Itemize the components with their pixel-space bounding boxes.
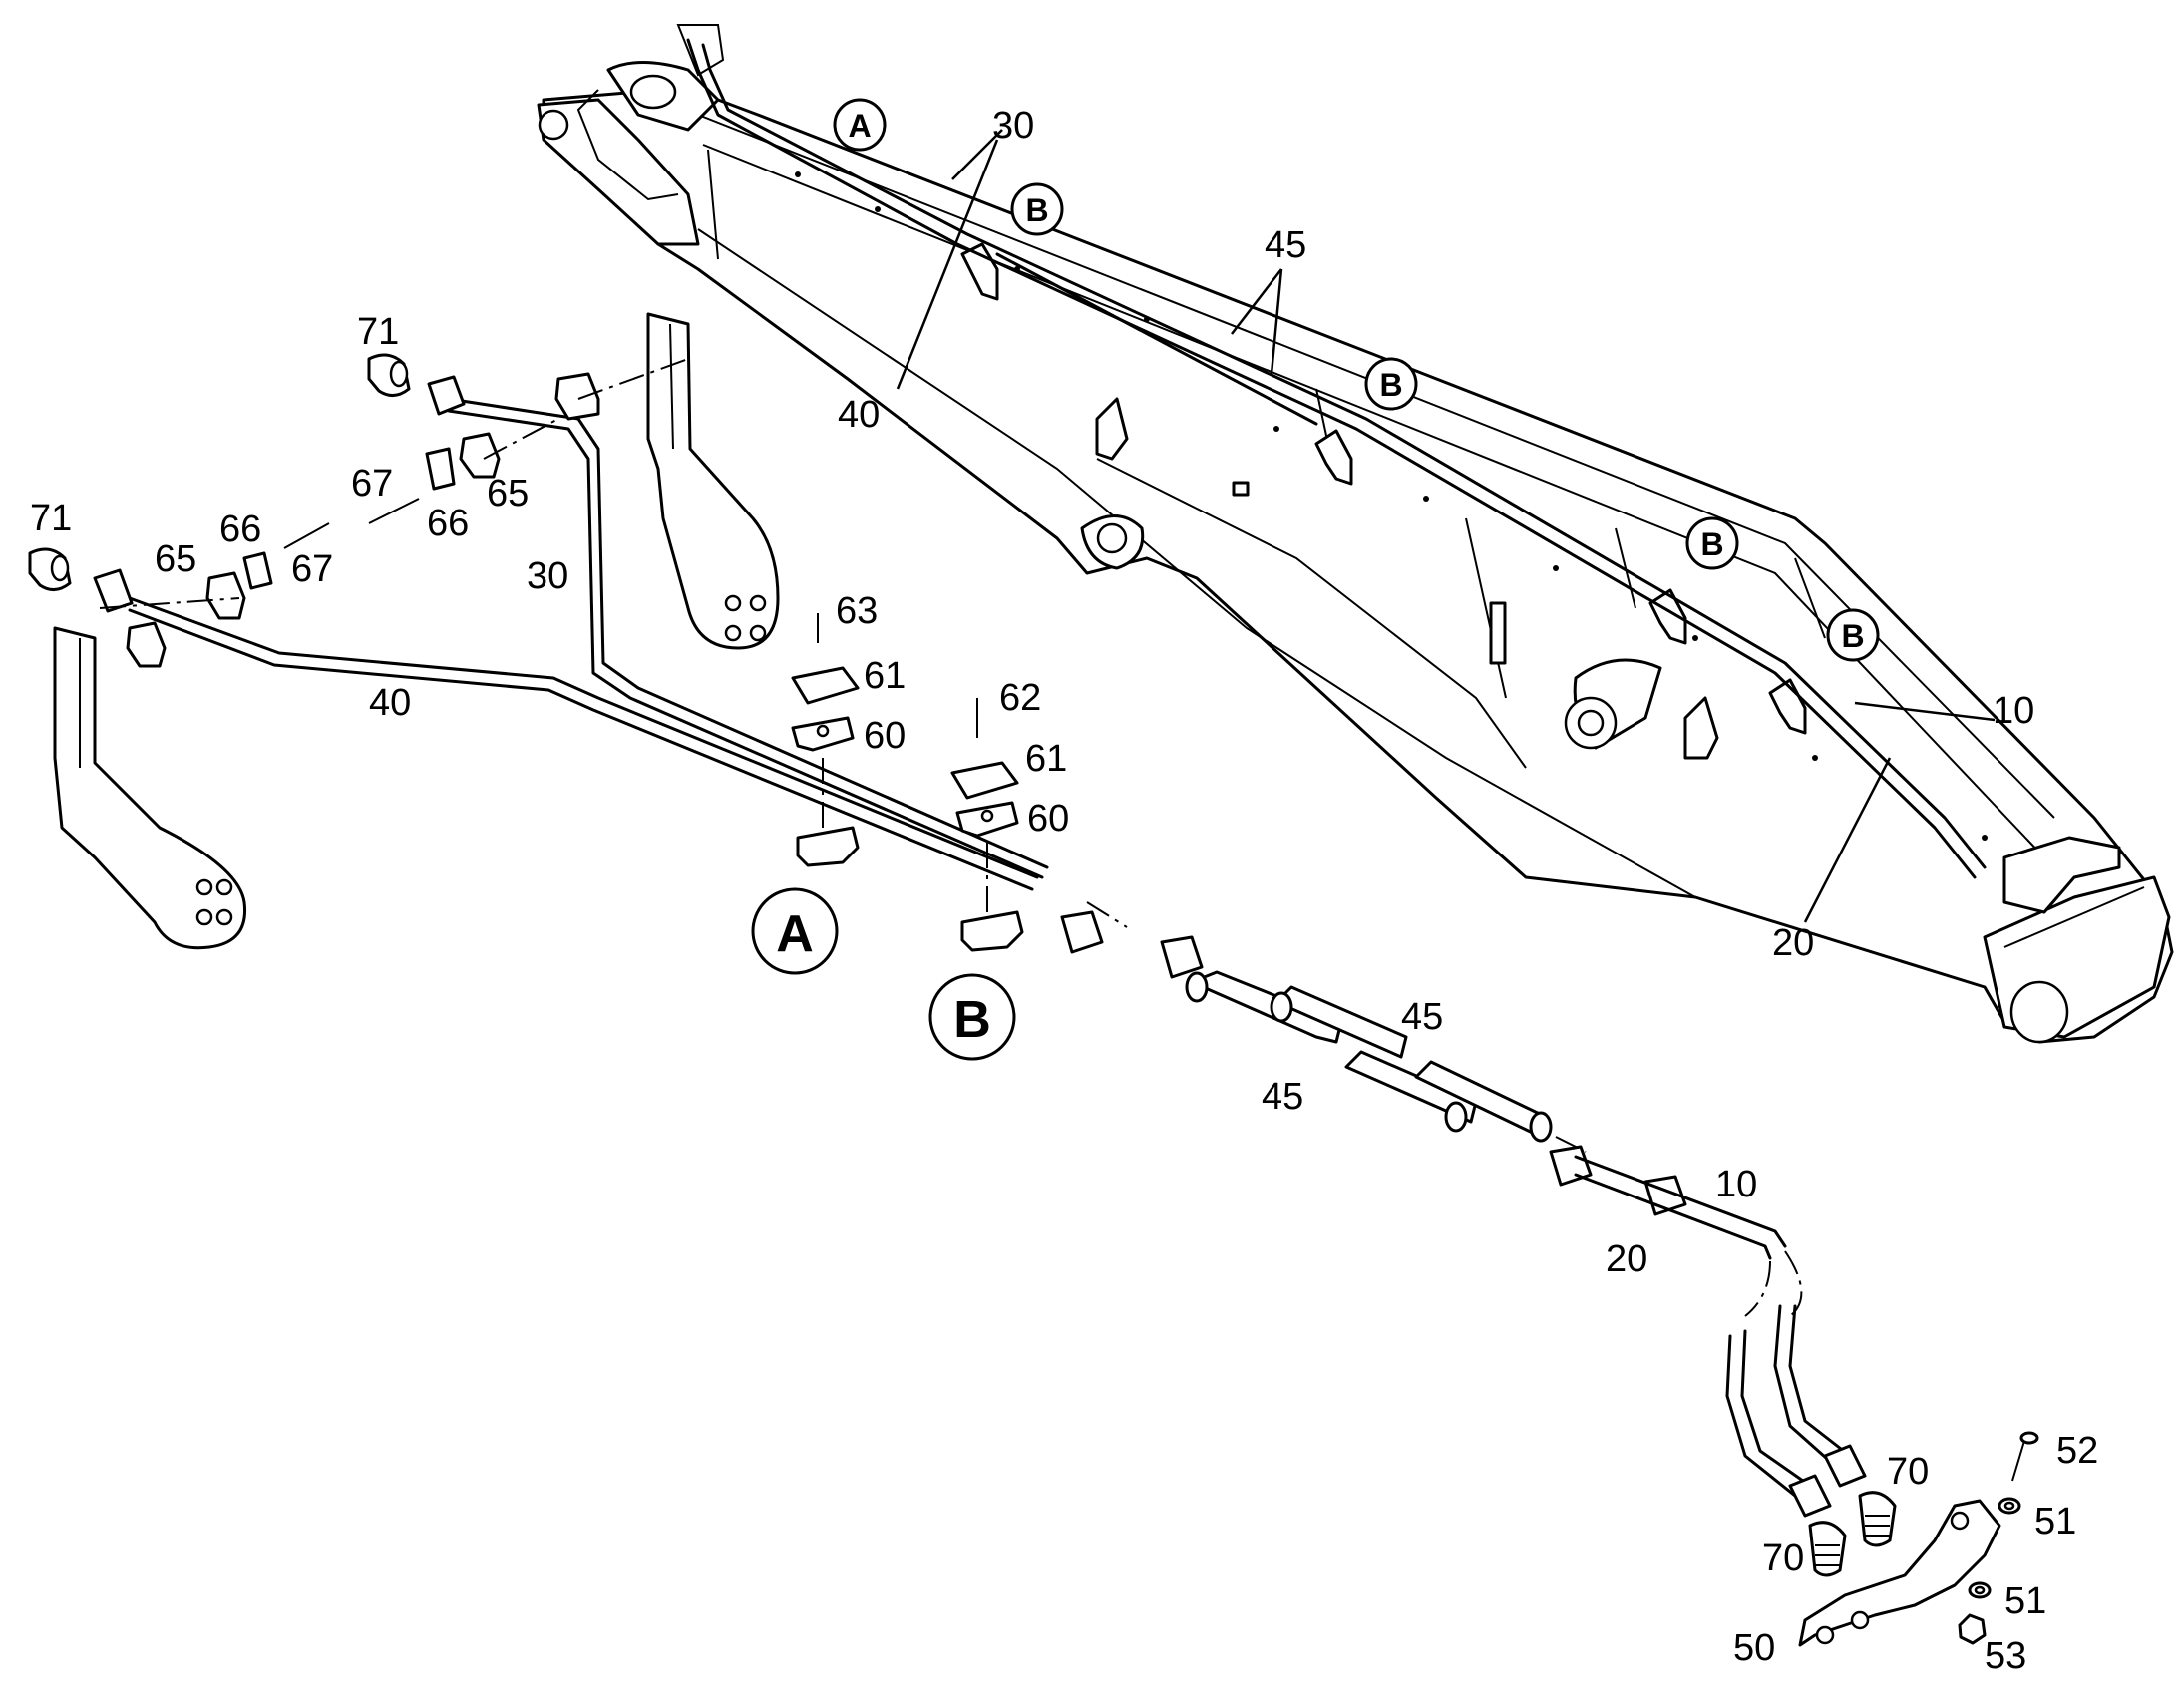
svg-text:B: B <box>1025 192 1048 228</box>
callout-51-lower: 51 <box>2004 1580 2046 1622</box>
callout-30-boom: 30 <box>992 105 1034 147</box>
detail-marker-a-boom: A <box>833 98 887 152</box>
detail-marker-b-boom-2: B <box>1364 357 1418 411</box>
callout-53: 53 <box>1985 1635 2026 1677</box>
detail-marker-b-boom-4: B <box>1826 608 1880 662</box>
svg-text:A: A <box>848 108 871 144</box>
callout-40-boom: 40 <box>838 394 880 436</box>
bracket-plate-50 <box>1798 1499 2001 1647</box>
detail-marker-b-large: B <box>928 973 1016 1061</box>
callout-numbers: 30 40 45 10 20 71 71 67 66 65 66 65 67 3… <box>30 105 2098 1677</box>
hose-assembly-45 <box>1185 970 1587 1153</box>
callout-70-right: 70 <box>1887 1451 1929 1493</box>
callout-60-a: 60 <box>864 715 906 757</box>
callout-71-left: 71 <box>30 498 72 539</box>
bolt-52-washers-51-nut-53 <box>1958 1431 2039 1645</box>
callout-61-b: 61 <box>1025 738 1067 780</box>
callout-63: 63 <box>836 590 878 632</box>
callout-20-lower: 20 <box>1606 1238 1647 1280</box>
callout-40-pipe: 40 <box>369 682 411 724</box>
callout-66-left: 66 <box>219 509 261 550</box>
callout-30-pipe: 30 <box>527 555 568 597</box>
callout-50: 50 <box>1733 1627 1775 1669</box>
callout-45-boom: 45 <box>1265 224 1306 266</box>
callout-60-b: 60 <box>1027 798 1069 840</box>
callout-51-upper: 51 <box>2034 1501 2076 1542</box>
mounting-bracket-right <box>646 312 780 650</box>
detail-marker-a-large: A <box>751 887 839 975</box>
svg-text:B: B <box>1841 618 1864 654</box>
callout-67-top: 67 <box>351 463 393 505</box>
boom-body <box>542 90 2174 1044</box>
detail-marker-b-boom-1: B <box>1010 182 1064 236</box>
detail-marker-b-boom-3: B <box>1685 516 1739 570</box>
callout-66-top: 66 <box>427 503 469 544</box>
callout-10-boom: 10 <box>1993 690 2034 732</box>
callout-67-left: 67 <box>291 548 333 590</box>
callout-52: 52 <box>2056 1430 2098 1472</box>
callout-10-lower: 10 <box>1715 1164 1757 1205</box>
callout-45-lower: 45 <box>1262 1076 1303 1118</box>
svg-text:B: B <box>953 991 991 1049</box>
boom-foot <box>537 98 700 246</box>
callout-62: 62 <box>999 677 1041 719</box>
leader-lines <box>896 129 1996 923</box>
svg-text:A: A <box>776 905 814 963</box>
boom-assembly <box>537 24 2174 1044</box>
svg-text:B: B <box>1379 367 1402 403</box>
detail-markers: A B B B B A B <box>751 98 1880 1061</box>
callout-61-a: 61 <box>864 655 906 697</box>
callout-70-left: 70 <box>1762 1537 1804 1579</box>
clamp-detail-a <box>791 613 860 867</box>
clamp-detail-b <box>950 698 1024 952</box>
pipe-assembly <box>28 353 1204 979</box>
callout-65-left: 65 <box>155 538 196 580</box>
callout-71-top: 71 <box>357 311 399 353</box>
callout-20-boom: 20 <box>1772 922 1814 964</box>
callout-45-upper: 45 <box>1401 996 1443 1038</box>
pipe-assembly-10-20 <box>1549 1145 1867 1518</box>
svg-text:B: B <box>1700 526 1723 562</box>
callout-65-top: 65 <box>487 473 529 514</box>
mounting-bracket-left <box>53 626 247 950</box>
fittings-70 <box>1808 1491 1897 1577</box>
